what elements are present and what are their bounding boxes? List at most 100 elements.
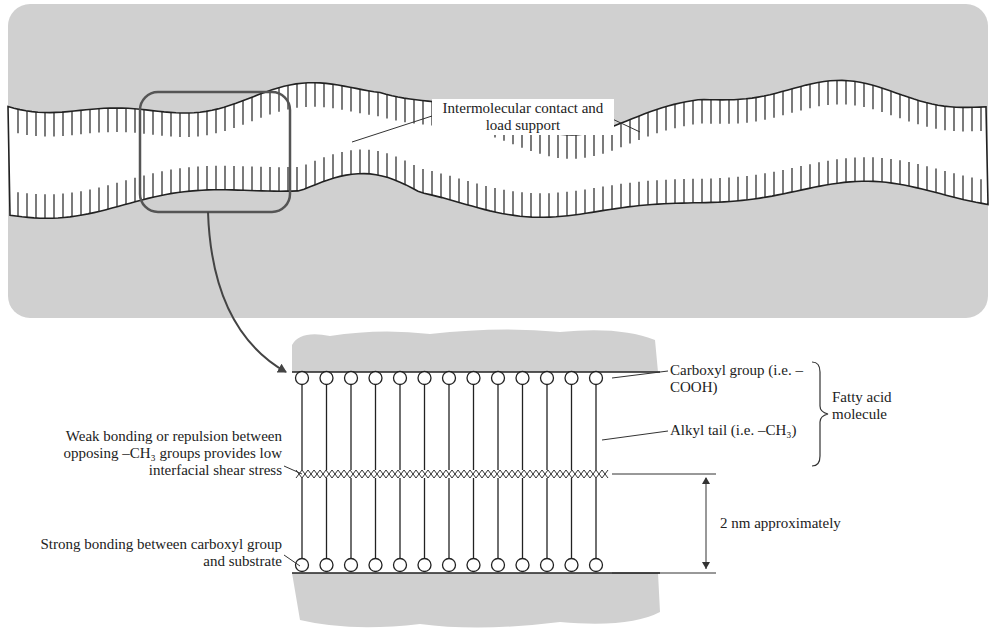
carboxyl-head bbox=[467, 372, 480, 385]
molecule-stroke bbox=[764, 96, 765, 120]
molecule-stroke bbox=[424, 478, 425, 558]
carboxyl-head bbox=[443, 559, 456, 572]
molecule-stroke bbox=[269, 90, 270, 114]
molecule-stroke bbox=[206, 111, 207, 135]
molecule-stroke bbox=[701, 179, 702, 203]
carboxyl-head bbox=[516, 372, 529, 385]
molecule-stroke bbox=[593, 188, 594, 212]
molecule-stroke bbox=[35, 194, 36, 218]
molecule-stroke bbox=[530, 193, 531, 217]
leader-line bbox=[284, 555, 300, 566]
molecule-stroke bbox=[448, 478, 449, 558]
molecule-stroke bbox=[260, 167, 261, 191]
annotation-label: Carboxyl group (i.e. –COOH) bbox=[670, 362, 810, 396]
molecule-stroke bbox=[953, 107, 954, 131]
molecule-stroke bbox=[494, 188, 495, 212]
molecule-stroke bbox=[399, 478, 400, 558]
molecule-stroke bbox=[215, 166, 216, 190]
molecule-stroke bbox=[836, 80, 837, 104]
molecule-stroke bbox=[215, 109, 216, 133]
molecule-stroke bbox=[571, 478, 572, 558]
molecule-stroke bbox=[953, 173, 954, 197]
molecule-stroke bbox=[143, 110, 144, 134]
molecule-stroke bbox=[593, 132, 594, 156]
annotation-label: Alkyl tail (i.e. –CH₃) bbox=[670, 422, 810, 439]
molecule-stroke bbox=[863, 83, 864, 107]
leader-line bbox=[602, 431, 668, 440]
molecule-stroke bbox=[143, 175, 144, 199]
molecule-stroke bbox=[719, 100, 720, 124]
molecule-stroke bbox=[134, 178, 135, 202]
molecule-stroke bbox=[71, 193, 72, 217]
molecule-stroke bbox=[539, 193, 540, 217]
carboxyl-head bbox=[492, 372, 505, 385]
molecule-stroke bbox=[473, 385, 474, 470]
carboxyl-head bbox=[565, 372, 578, 385]
molecule-stroke bbox=[224, 107, 225, 131]
molecule-stroke bbox=[368, 91, 369, 115]
molecule-stroke bbox=[62, 112, 63, 136]
carboxyl-head bbox=[394, 372, 407, 385]
leader-line bbox=[612, 371, 668, 378]
molecule-stroke bbox=[386, 94, 387, 118]
molecule-stroke bbox=[827, 161, 828, 185]
molecule-stroke bbox=[107, 108, 108, 132]
molecule-stroke bbox=[170, 170, 171, 194]
annotation-label: Strong bonding between carboxyl group an… bbox=[16, 536, 282, 570]
molecule-stroke bbox=[179, 113, 180, 137]
molecule-stroke bbox=[773, 94, 774, 118]
molecule-stroke bbox=[962, 107, 963, 131]
molecule-stroke bbox=[755, 175, 756, 199]
molecule-stroke bbox=[399, 385, 400, 470]
molecule-stroke bbox=[890, 91, 891, 115]
molecule-stroke bbox=[404, 160, 405, 184]
molecule-stroke bbox=[395, 97, 396, 121]
carboxyl-head bbox=[394, 559, 407, 572]
molecule-stroke bbox=[620, 184, 621, 208]
carboxyl-head bbox=[296, 372, 309, 385]
molecule-stroke bbox=[863, 157, 864, 181]
molecule-stroke bbox=[791, 89, 792, 113]
molecule-stroke bbox=[548, 132, 549, 156]
molecule-stroke bbox=[476, 184, 477, 208]
molecule-stroke bbox=[522, 385, 523, 470]
molecule-stroke bbox=[595, 478, 596, 558]
fatty-acid-molecules bbox=[296, 372, 609, 572]
molecule-stroke bbox=[571, 385, 572, 470]
molecule-stroke bbox=[62, 194, 63, 218]
molecule-stroke bbox=[323, 83, 324, 107]
molecule-stroke bbox=[971, 177, 972, 201]
molecule-stroke bbox=[980, 107, 981, 131]
annotation-label: Intermolecular contact and load support bbox=[432, 99, 614, 135]
molecule-stroke bbox=[359, 89, 360, 113]
molecule-stroke bbox=[728, 178, 729, 202]
molecule-stroke bbox=[107, 185, 108, 209]
molecule-stroke bbox=[638, 182, 639, 206]
molecule-stroke bbox=[503, 190, 504, 214]
molecule-stroke bbox=[755, 97, 756, 121]
molecule-stroke bbox=[557, 134, 558, 158]
molecule-stroke bbox=[80, 110, 81, 134]
lubricant-gap bbox=[8, 80, 988, 218]
molecule-stroke bbox=[341, 152, 342, 176]
molecule-stroke bbox=[665, 180, 666, 204]
interface-zigzag bbox=[296, 470, 608, 478]
molecule-stroke bbox=[359, 150, 360, 174]
molecule-stroke bbox=[800, 86, 801, 110]
dimension-arrow bbox=[706, 478, 707, 569]
leader-line bbox=[284, 466, 302, 474]
molecule-stroke bbox=[782, 91, 783, 115]
molecule-stroke bbox=[575, 191, 576, 215]
molecule-stroke bbox=[566, 192, 567, 216]
molecule-stroke bbox=[674, 179, 675, 203]
bracket bbox=[812, 362, 828, 466]
molecule-stroke bbox=[71, 111, 72, 135]
substrate-surface bbox=[292, 572, 660, 574]
molecule-stroke bbox=[764, 173, 765, 197]
molecule-stroke bbox=[872, 85, 873, 109]
molecule-stroke bbox=[116, 183, 117, 207]
molecule-stroke bbox=[944, 171, 945, 195]
molecule-stroke bbox=[728, 100, 729, 124]
interface-zigzag bbox=[296, 470, 608, 478]
molecule-stroke bbox=[80, 191, 81, 215]
